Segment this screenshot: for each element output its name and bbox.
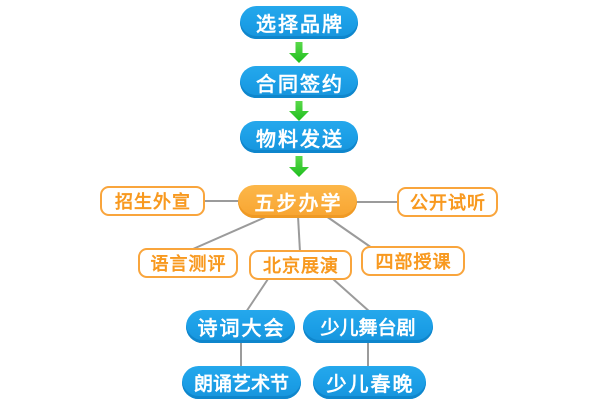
node-materials-send: 物料发送 <box>240 121 358 153</box>
node-public-trial: 公开试听 <box>397 187 498 217</box>
node-four-part-teach: 四部授课 <box>361 246 465 276</box>
connector-fivestep-beijing <box>297 215 301 253</box>
node-recital-art-fest: 朗诵艺术节 <box>182 366 301 399</box>
connector-fivestep-fourpart <box>325 215 373 249</box>
connector-beijing-poetry <box>245 278 269 313</box>
node-kids-stage-play: 少儿舞台剧 <box>303 310 433 343</box>
down-arrow-icon <box>289 42 309 63</box>
node-contract-sign: 合同签约 <box>240 66 358 98</box>
node-poetry-meet: 诗词大会 <box>186 310 295 343</box>
down-arrow-icon <box>289 156 309 177</box>
node-beijing-show: 北京展演 <box>249 250 352 280</box>
down-arrow-icon <box>289 101 309 121</box>
node-five-step-hub: 五步办学 <box>238 185 357 218</box>
node-choose-brand: 选择品牌 <box>240 6 358 39</box>
node-kids-spring-gala: 少儿春晚 <box>313 366 426 399</box>
connector-fivestep-language <box>192 215 269 250</box>
node-language-test: 语言测评 <box>138 248 238 278</box>
connector-beijing-stageplay <box>332 278 371 313</box>
node-enroll-promo: 招生外宣 <box>100 186 205 216</box>
